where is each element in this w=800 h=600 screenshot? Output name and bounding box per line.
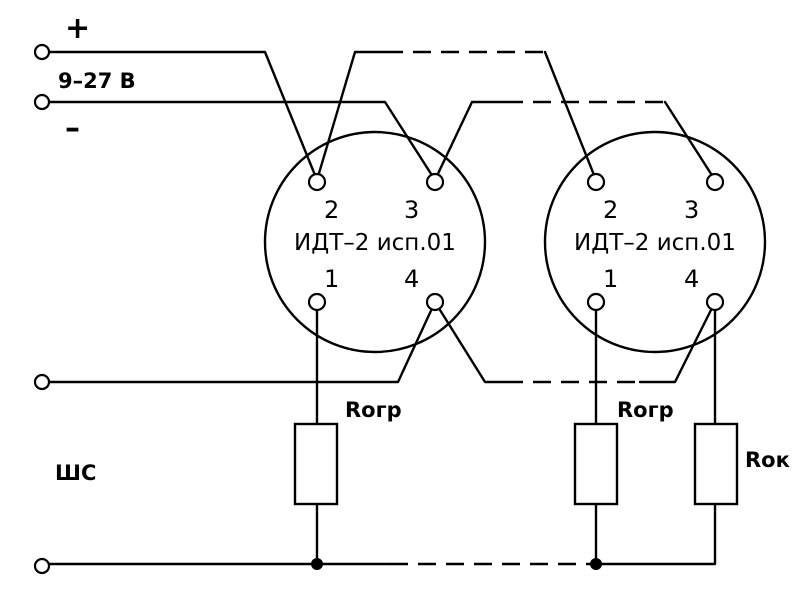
- detector-1-pin-3: [425, 172, 445, 192]
- detector-2-model: ИДТ–2 исп.01: [574, 230, 736, 256]
- wire-d1-pin2-up: [315, 50, 387, 182]
- detector-2-body: [543, 130, 767, 354]
- detector-1-pin-1-label: 1: [324, 265, 339, 293]
- wire-d1-pin4-out: [433, 300, 507, 384]
- detector-1-model: ИДТ–2 исп.01: [294, 230, 456, 256]
- detector-2-pin-4: [705, 292, 725, 312]
- detector-2: 2 3 ИДТ–2 исп.01 1 4: [543, 130, 767, 354]
- wire-minus-to-d1-pin3: [46, 100, 437, 182]
- wire-to-d2-pin2: [543, 50, 598, 182]
- resistor-rogr-1-label: Rогр: [345, 398, 402, 422]
- detector-1-pin-2-label: 2: [324, 196, 339, 224]
- detector-1-pin-2: [307, 172, 327, 192]
- resistor-rok-label: Rок: [745, 448, 790, 472]
- resistor-rogr-1: [293, 422, 339, 506]
- wire-loop-to-d1-pin4: [46, 300, 437, 384]
- minus-sign: –: [65, 111, 80, 146]
- detector-1-pin-1: [307, 292, 327, 312]
- terminal-minus: [33, 93, 51, 111]
- junction-node-2: [590, 558, 602, 570]
- resistor-rogr-2: [573, 422, 619, 506]
- junctions: [311, 558, 602, 570]
- wire-to-d2-pin4: [638, 300, 717, 384]
- loop-label: ШС: [55, 461, 96, 485]
- wire-d1-pin3-up: [433, 100, 507, 182]
- wires: [46, 50, 717, 566]
- resistor-rok: [693, 422, 739, 506]
- detector-1-body: [263, 130, 487, 354]
- detector-2-pin-4-label: 4: [684, 265, 699, 293]
- junction-node-1: [311, 558, 323, 570]
- detector-2-pin-2: [586, 172, 606, 192]
- detector-1-pin-4-label: 4: [404, 265, 419, 293]
- wire-plus-to-d1-pin2: [46, 50, 319, 182]
- detector-1-pin-3-label: 3: [404, 196, 419, 224]
- dashed-jumpers: [385, 50, 665, 566]
- resistors: Rогр Rогр Rок: [293, 398, 790, 506]
- terminal-plus: [33, 43, 51, 61]
- detector-2-pin-3-label: 3: [684, 196, 699, 224]
- wire-rok-bottom: [594, 502, 717, 566]
- detector-1-pin-4: [425, 292, 445, 312]
- terminals: [33, 43, 51, 575]
- detector-2-pin-1: [586, 292, 606, 312]
- detector-2-pin-2-label: 2: [603, 196, 618, 224]
- voltage-label: 9–27 В: [58, 69, 136, 93]
- plus-sign: +: [65, 11, 90, 46]
- terminal-common: [33, 557, 51, 575]
- wire-to-d2-pin3: [663, 100, 717, 182]
- detector-2-pin-3: [705, 172, 725, 192]
- detector-1: 2 3 ИДТ–2 исп.01 1 4: [263, 130, 487, 354]
- terminal-loop: [33, 373, 51, 391]
- detector-2-pin-1-label: 1: [603, 265, 618, 293]
- resistor-rogr-2-label: Rогр: [617, 398, 674, 422]
